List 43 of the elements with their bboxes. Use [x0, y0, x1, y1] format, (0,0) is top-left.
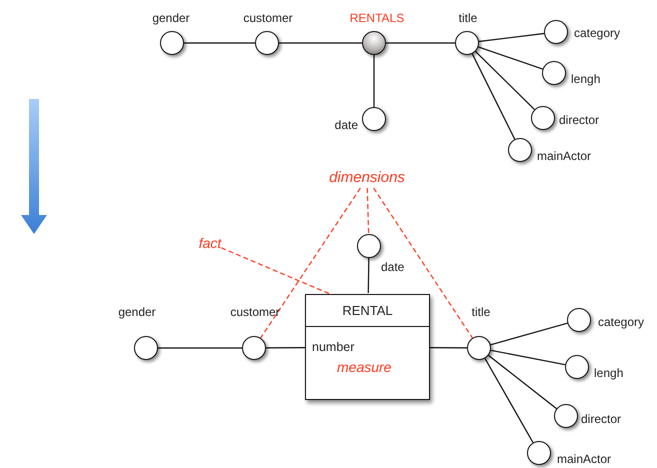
connector-line	[475, 50, 535, 110]
connector-line	[490, 322, 568, 346]
attribute-label: lengh	[571, 72, 600, 86]
connector-line	[266, 347, 305, 348]
attribute-label: director	[559, 113, 600, 127]
measure-label: number	[312, 340, 354, 354]
connector-line	[490, 350, 566, 366]
attribute-label: title	[458, 11, 478, 25]
connector-line	[430, 347, 467, 348]
connector-line	[478, 32, 544, 42]
annotation-label: fact	[198, 234, 222, 252]
attribute-label: director	[581, 412, 622, 426]
leader-line	[221, 247, 330, 295]
attribute-label: mainActor	[557, 452, 612, 466]
connector-line	[488, 354, 557, 410]
connector-line	[373, 55, 375, 107]
attribute-label: mainActor	[537, 149, 592, 163]
connector-line	[158, 347, 242, 349]
attribute-label: category	[574, 26, 620, 40]
connector-line	[386, 42, 455, 44]
fact-box	[305, 294, 430, 400]
leader-line	[366, 188, 370, 234]
attribute-label: category	[598, 315, 644, 329]
attribute-label: customer	[230, 305, 280, 319]
annotation-label: dimensions	[329, 169, 405, 187]
fact-name: RENTAL	[306, 295, 429, 327]
connector-line	[484, 358, 534, 443]
connector-line	[472, 54, 516, 140]
leader-line	[373, 188, 473, 338]
attribute-label: title	[472, 305, 490, 319]
attribute-label: gender	[118, 305, 156, 319]
connector-line	[478, 46, 543, 70]
attribute-label: gender	[152, 11, 190, 25]
annotation-label: measure	[337, 359, 392, 375]
connector-line	[184, 42, 255, 44]
fact-label: RENTALS	[350, 11, 404, 25]
connector-line	[279, 42, 362, 44]
attribute-label: lengh	[594, 366, 624, 380]
leader-line	[260, 188, 361, 338]
attribute-label: customer	[243, 11, 293, 25]
attribute-label: date	[334, 118, 358, 132]
connector-line	[368, 258, 370, 293]
attribute-label: date	[381, 260, 404, 274]
